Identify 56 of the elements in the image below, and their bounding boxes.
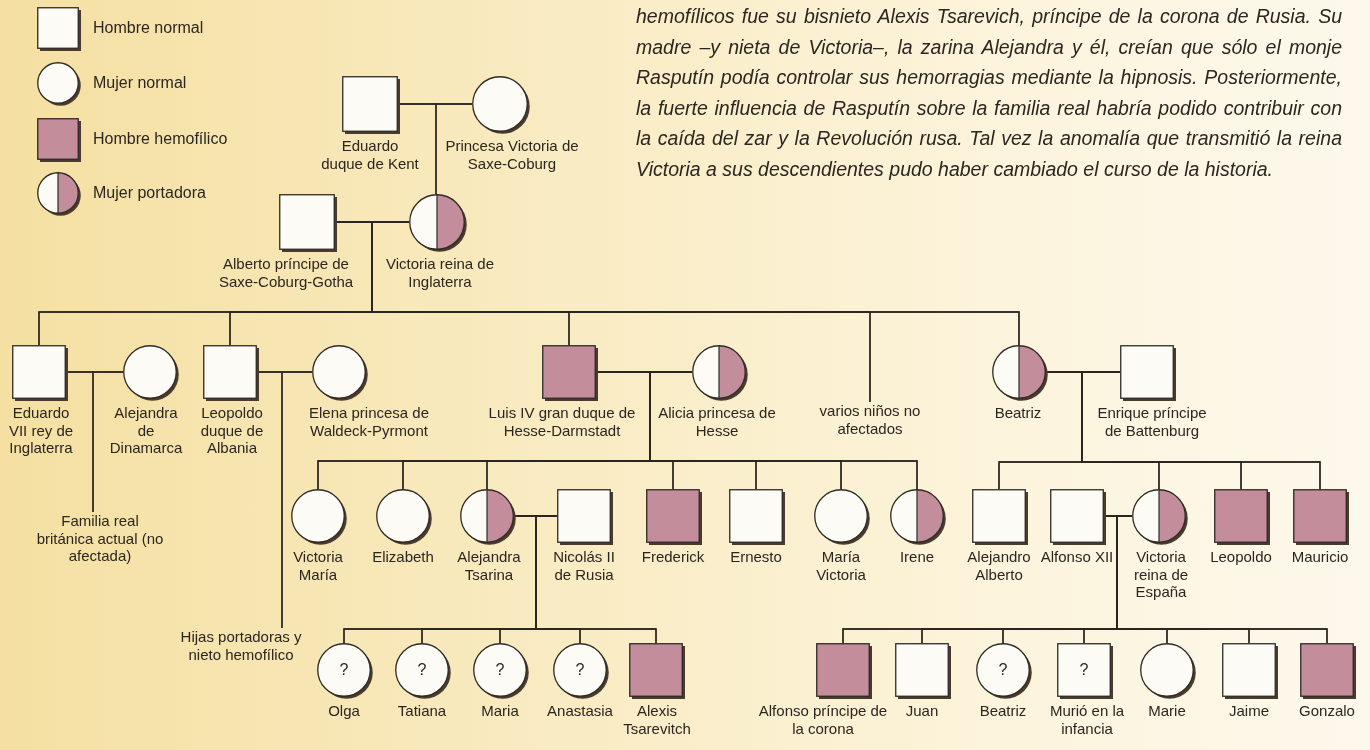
note-text: Hijas portadoras y nieto hemofílico bbox=[175, 628, 307, 664]
unknown-mark: ? bbox=[494, 662, 506, 678]
note-text: varios niños no afectados bbox=[814, 402, 926, 438]
person-name: Princesa Victoria de Saxe-Coburg bbox=[444, 137, 580, 173]
person-name: Alejandra Tsarina bbox=[456, 548, 522, 584]
person-name: Irene bbox=[899, 548, 935, 566]
person-name: Elizabeth bbox=[372, 548, 434, 566]
descent-line bbox=[535, 515, 657, 644]
legend-label: Hombre normal bbox=[93, 18, 204, 38]
descent-line bbox=[649, 371, 918, 490]
person-name: Murió en la infancia bbox=[1048, 702, 1126, 738]
person-name: Elena princesa de Waldeck-Pyrmont bbox=[307, 404, 431, 440]
person-name: Maria bbox=[481, 702, 519, 720]
person-name: Eduardo VII rey de Inglaterra bbox=[7, 404, 75, 457]
unknown-mark: ? bbox=[1078, 662, 1090, 678]
note-text: Familia real británica actual (no afectada) bbox=[34, 512, 166, 565]
person-name: Alicia princesa de Hesse bbox=[657, 404, 777, 440]
person-name: Mauricio bbox=[1291, 548, 1349, 566]
person-name: María Victoria bbox=[815, 548, 867, 584]
unknown-mark: ? bbox=[574, 662, 586, 678]
person-name: Enrique príncipe de Battenburg bbox=[1096, 404, 1208, 440]
person-name: Tatiana bbox=[397, 702, 447, 720]
person-name: Victoria María bbox=[292, 548, 344, 584]
unknown-mark: ? bbox=[338, 662, 350, 678]
descent-line bbox=[92, 371, 124, 513]
unknown-mark: ? bbox=[997, 662, 1009, 678]
unknown-mark: ? bbox=[416, 662, 428, 678]
person-name: Alexis Tsarevitch bbox=[622, 702, 692, 738]
legend-label: Mujer normal bbox=[93, 73, 187, 93]
person-name: Victoria reina de Inglaterra bbox=[384, 255, 496, 291]
person-name: Anastasia bbox=[547, 702, 613, 720]
person-name: Alejandra de Dinamarca bbox=[108, 404, 184, 457]
person-name: Juan bbox=[905, 702, 939, 720]
person-name: Eduardo duque de Kent bbox=[320, 137, 420, 173]
person-name: Leopoldo duque de Albania bbox=[199, 404, 265, 457]
person-name: Beatriz bbox=[994, 404, 1042, 422]
person-name: Beatriz bbox=[979, 702, 1027, 720]
person-name: Luis IV gran duque de Hesse-Darmstadt bbox=[487, 404, 637, 440]
person-name: Olga bbox=[328, 702, 360, 720]
person-name: Alejandro Alberto bbox=[966, 548, 1032, 584]
person-name: Jaime bbox=[1229, 702, 1269, 720]
person-name: Alberto príncipe de Saxe-Coburg-Gotha bbox=[217, 255, 355, 291]
legend-label: Mujer portadora bbox=[93, 183, 206, 203]
person-name: Marie bbox=[1148, 702, 1186, 720]
person-name: Nicolás II de Rusia bbox=[552, 548, 616, 584]
legend-label: Hombre hemofílico bbox=[93, 129, 228, 149]
person-name: Alfonso XII bbox=[1040, 548, 1114, 566]
person-name: Ernesto bbox=[730, 548, 782, 566]
person-name: Victoria reina de España bbox=[1132, 548, 1190, 601]
descent-line bbox=[435, 103, 473, 195]
person-name: Alfonso príncipe de la corona bbox=[758, 702, 888, 738]
descent-line bbox=[281, 371, 313, 629]
person-name: Leopoldo bbox=[1210, 548, 1272, 566]
person-name: Frederick bbox=[641, 548, 705, 566]
person-name: Gonzalo bbox=[1299, 702, 1355, 720]
body-text: hemofílicos fue su bisnieto Alexis Tsarevich, príncipe de la corona de Rusia. Su madre –y nieta de Victoria–, la zarina Alejandra y él, creían que sólo el monje Rasputín podía controlar sus hemorragias mediante la hipnosis. Posteriormente, la fuerte influencia de Rasputín sobre la familia real habría podido contribuir con la caída del zar y la Revolución rusa. Tal vez la anomalía que transmitió la reina Victoria a sus descendientes pudo haber cambiado el curso de la historia. bbox=[636, 4, 1342, 182]
